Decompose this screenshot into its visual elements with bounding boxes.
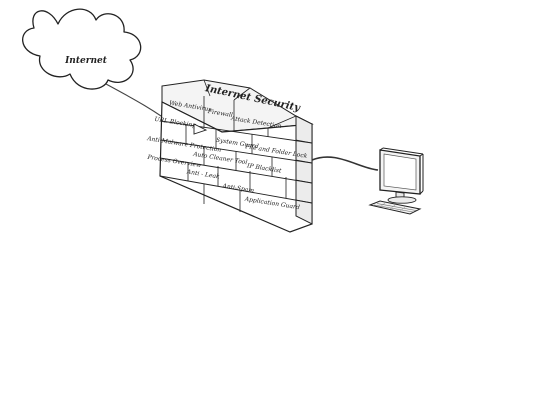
firewall-wall: Internet Security Web Antivirus Firewall… (146, 79, 314, 233)
connection-line-computer (311, 156, 379, 171)
cloud-label: Internet (64, 56, 108, 66)
brick-firewall: Firewall (206, 108, 233, 119)
cloud-icon: Internet (22, 8, 142, 90)
monitor-icon (379, 147, 424, 204)
arrow-icon (193, 123, 208, 135)
keyboard-icon (368, 200, 422, 215)
wall-side (295, 115, 313, 225)
